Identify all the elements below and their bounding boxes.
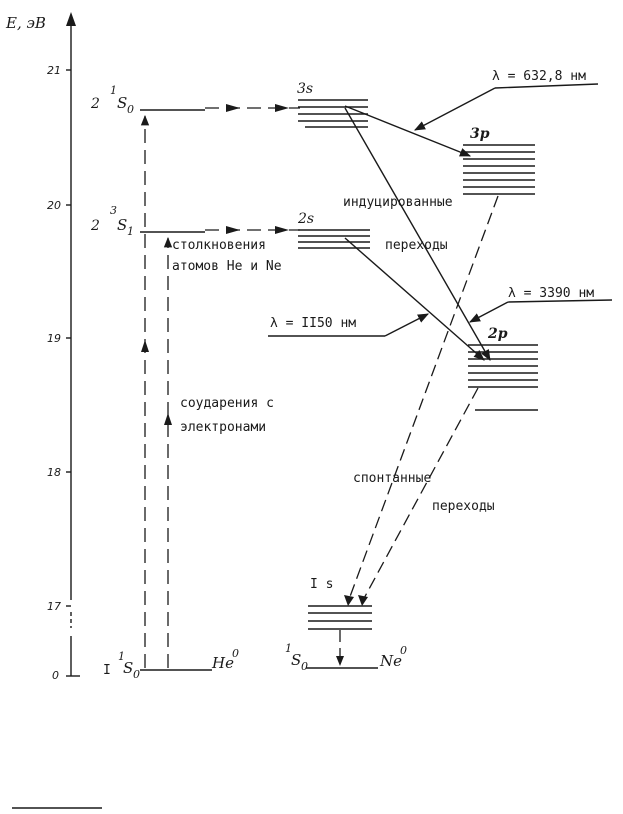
lambda-3390-callout: λ = 3390 нм: [469, 286, 613, 323]
neon-2s-level: 2s: [297, 211, 370, 249]
he-ground-prefix: I: [103, 663, 111, 678]
ne-3p-label: 3p: [470, 126, 490, 142]
he-atom-label: He: [211, 654, 234, 672]
ne-ground-symbol: S: [291, 651, 301, 669]
he-singlet-sub: 0: [127, 103, 134, 116]
he-singlet-symbol: S: [117, 94, 127, 112]
neon-2p-level: 2p: [468, 326, 538, 411]
he-triplet-symbol: S: [117, 216, 127, 234]
ne-2s-label: 2s: [297, 211, 314, 227]
neon-ground-level: 1 S 0 Ne 0: [285, 630, 407, 673]
energy-transfer-arrows: [205, 104, 300, 234]
he-ground-sup: 1: [118, 650, 125, 663]
tick-19: 19: [47, 332, 61, 345]
electron-label-line1: соударения с: [180, 396, 274, 411]
tick-18: 18: [47, 466, 61, 479]
lambda-1150-callout: λ = II50 нм: [268, 313, 429, 337]
tick-0: 0: [52, 669, 59, 682]
electron-excitation-arrows: [140, 114, 173, 668]
axis-arrow-icon: [66, 12, 76, 26]
ne-ground-sup: 1: [285, 642, 292, 655]
lambda-3390-label: λ = 3390 нм: [508, 286, 594, 301]
collisions-label-line1: столкновения: [172, 238, 266, 253]
spontaneous-transitions: [344, 195, 499, 606]
he-singlet-prefix: 2: [90, 96, 100, 112]
lambda-1150-label: λ = II50 нм: [270, 316, 356, 331]
collisions-label-line2: атомов He и Ne: [172, 259, 282, 274]
he-ground-symbol: S: [123, 659, 133, 677]
energy-axis: E, эВ 21 20 19 18 17 0: [5, 12, 80, 682]
induced-label-line1: индуцированные: [343, 195, 453, 210]
spontaneous-label-line1: спонтанные: [353, 471, 431, 486]
he-triplet-sub: 1: [127, 225, 134, 238]
ne-1s-label: I s: [310, 577, 333, 592]
neon-3p-level: 3p: [463, 126, 535, 195]
transition-2s-2p: [344, 237, 485, 361]
induced-transitions: [344, 105, 491, 361]
axis-label: E, эВ: [5, 14, 46, 32]
electron-label-line2: электронами: [180, 420, 266, 435]
tick-20: 20: [47, 199, 61, 212]
ne-atom-label: Ne: [379, 652, 402, 670]
ne-3s-label: 3s: [297, 81, 313, 97]
he-triplet-prefix: 2: [90, 218, 100, 234]
neon-1s-level: I s: [308, 577, 372, 630]
spontaneous-label-line2: переходы: [432, 499, 495, 514]
transition-3s-3p: [344, 105, 472, 157]
ne-ground-sub: 0: [301, 660, 308, 673]
he-singlet-sup: 1: [110, 84, 117, 97]
lambda-632-label: λ = 632,8 нм: [492, 69, 586, 84]
he-ground-sub: 0: [133, 668, 140, 681]
helium-levels: 2 1 S 0 2 3 S 1 I 1 S 0 He 0: [90, 84, 239, 681]
tick-21: 21: [47, 64, 61, 77]
ne-2p-label: 2p: [487, 326, 508, 342]
neon-3s-level: 3s: [297, 81, 368, 128]
he-atom-sup: 0: [232, 647, 239, 660]
lambda-632-callout: λ = 632,8 нм: [414, 69, 599, 131]
induced-label-line2: переходы: [385, 238, 448, 253]
ne-atom-sup: 0: [400, 644, 407, 657]
tick-17: 17: [47, 600, 61, 613]
he-triplet-sup: 3: [110, 204, 117, 217]
transition-3s-2p: [344, 107, 491, 361]
